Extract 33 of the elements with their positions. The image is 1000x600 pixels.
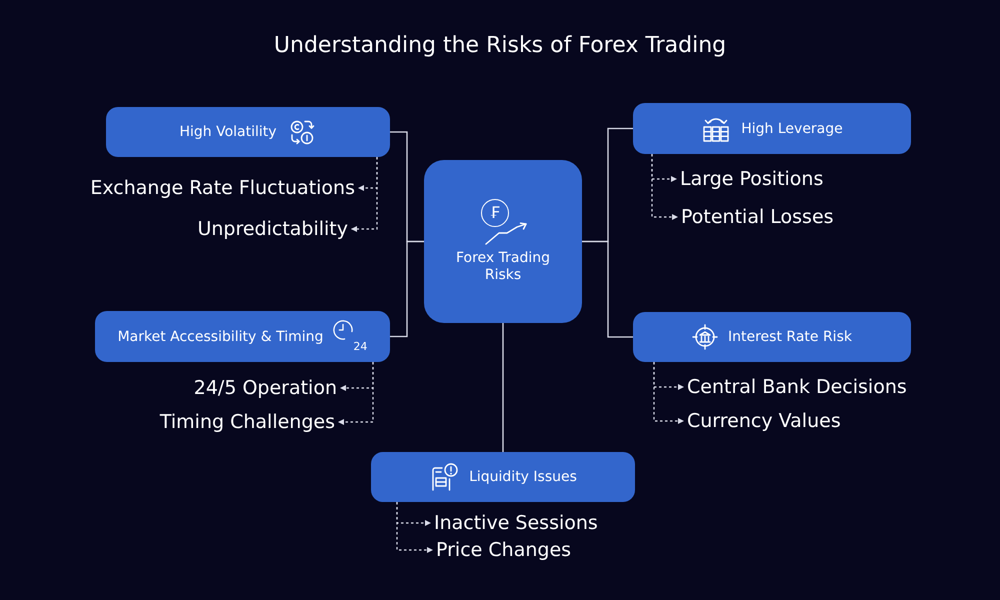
category-title: Market Accessibility & Timing	[118, 328, 324, 346]
dashed-arrow	[396, 502, 433, 553]
risk-item-text: Price Changes	[433, 539, 574, 561]
category-box	[106, 107, 390, 157]
risk-item-text: Potential Losses	[678, 206, 837, 228]
category-title: High Leverage	[741, 120, 843, 138]
risk-item-text: Timing Challenges	[156, 411, 338, 433]
diagram-title: Understanding the Risks of Forex Trading	[274, 32, 726, 60]
central-topic-title: Forex Trading Risks	[454, 250, 552, 284]
risk-item-text: Central Bank Decisions	[684, 376, 910, 398]
dashed-arrow	[338, 362, 374, 425]
category-title: Interest Rate Risk	[728, 328, 852, 346]
category-title: Liquidity Issues	[469, 468, 577, 486]
connector-line	[502, 323, 504, 452]
currency-coin-symbol: ₣	[481, 199, 509, 227]
category-box	[95, 311, 390, 362]
risk-item-text: Large Positions	[677, 168, 826, 190]
category-box	[371, 452, 635, 502]
central-topic-box	[424, 160, 582, 323]
category-box	[633, 312, 911, 362]
risk-item-text: Unpredictability	[194, 218, 351, 240]
hours-number: 24	[353, 340, 368, 352]
risk-item-text: Exchange Rate Fluctuations	[87, 177, 358, 199]
connector-line	[390, 240, 424, 338]
dashed-arrow	[653, 362, 684, 424]
dashed-arrow	[351, 157, 378, 232]
category-box	[633, 103, 911, 154]
risk-item-text: 24/5 Operation	[190, 377, 340, 399]
dashed-arrow	[651, 154, 678, 220]
connector-line	[582, 240, 633, 338]
risk-item-text: Inactive Sessions	[431, 512, 601, 534]
category-title: High Volatility	[179, 123, 277, 141]
risk-item-text: Currency Values	[684, 410, 844, 432]
